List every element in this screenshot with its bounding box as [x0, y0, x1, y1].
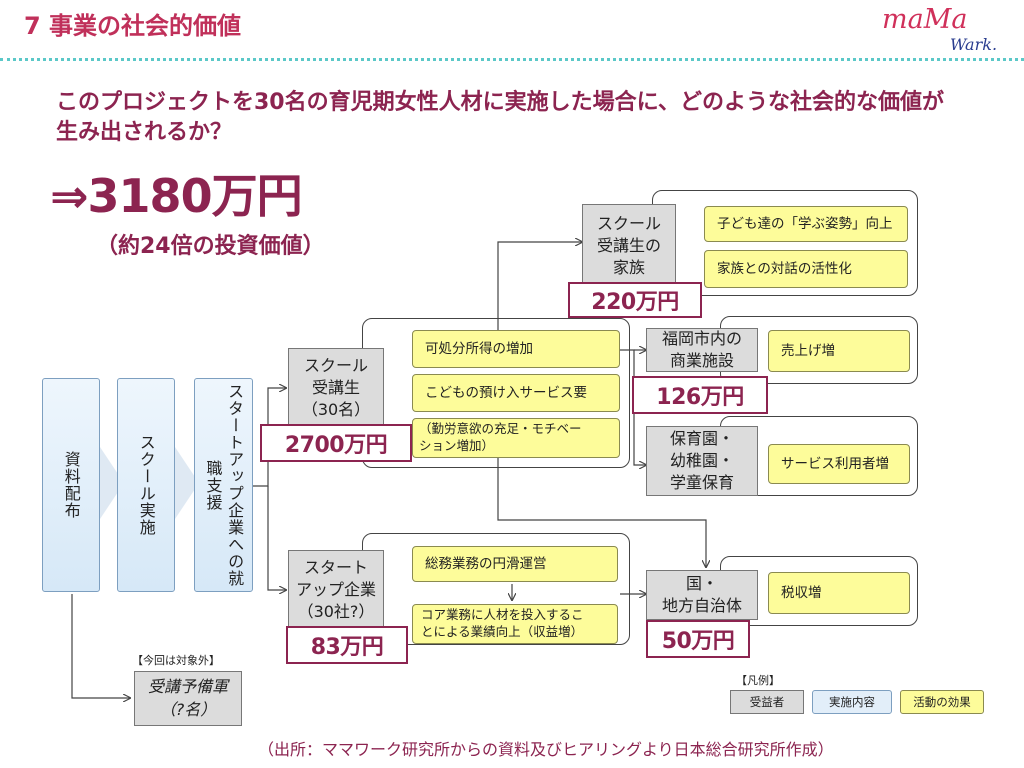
- step-school: スクール実施: [117, 378, 175, 592]
- legend-implementation: 実施内容: [812, 690, 892, 714]
- effect-disposable-income: 可処分所得の増加: [412, 330, 620, 368]
- legend-effect: 活動の効果: [900, 690, 984, 714]
- out-of-scope-note: 【今回は対象外】: [132, 654, 220, 667]
- beneficiary-childcare: 保育園・ 幼稚園・ 学童保育: [646, 426, 758, 496]
- step-school-label: スクール実施: [136, 434, 156, 536]
- investment-ratio: （約24倍の投資価値）: [96, 234, 325, 259]
- beneficiary-commercial-facilities: 福岡市内の 商業施設: [646, 328, 758, 372]
- beneficiary-student-families: スクール 受講生の 家族: [582, 204, 676, 288]
- source-note: （出所：ママワーク研究所からの資料及びヒアリングより日本総合研究所作成）: [258, 740, 834, 759]
- effect-core-business: コア業務に人材を投入するこ とによる業績向上（収益増）: [412, 604, 618, 644]
- mamawork-logo: maMa Wark.: [882, 4, 997, 54]
- logo-line1: maMa: [882, 4, 967, 35]
- beneficiary-government: 国・ 地方自治体: [646, 570, 758, 620]
- effect-sales-increase: 売上げ増: [768, 330, 910, 372]
- amount-startups: 83万円: [286, 626, 408, 664]
- slide-title: 7 事業の社会的価値: [24, 12, 242, 40]
- logo-line2: Wark.: [950, 35, 997, 54]
- legend-title: 【凡例】: [736, 674, 780, 687]
- amount-student-families: 220万円: [568, 282, 702, 318]
- effect-family-dialogue: 家族との対話の活性化: [704, 250, 908, 288]
- effect-general-affairs: 総務業務の円滑運営: [412, 546, 618, 582]
- amount-commercial-facilities: 126万円: [632, 376, 768, 414]
- effect-service-users-increase: サービス利用者増: [768, 444, 910, 484]
- beneficiary-startups: スタート アップ企業 （30社?）: [288, 550, 384, 630]
- amount-government: 50万円: [646, 620, 750, 658]
- step-material-distribution-label: 資料配布: [61, 451, 81, 519]
- amount-school-students: 2700万円: [260, 424, 412, 462]
- headline-question: このプロジェクトを30名の育児期女性人材に実施した場合に、どのような社会的な価値…: [56, 90, 944, 146]
- step-job-support: スタートアップ企業への就職支援: [194, 378, 253, 592]
- effect-motivation: （勤労意欲の充足・モチベー ション増加）: [412, 418, 620, 458]
- legend-beneficiary: 受益者: [730, 690, 804, 714]
- beneficiary-school-students: スクール 受講生 （30名）: [288, 348, 384, 428]
- total-value: ⇒3180万円: [50, 169, 303, 223]
- effect-childcare-demand: こどもの預け入サービス要: [412, 374, 620, 412]
- step-job-support-label: スタートアップ企業への就職支援: [203, 383, 245, 587]
- step-material-distribution: 資料配布: [42, 378, 100, 592]
- effect-learning-attitude: 子ども達の「学ぶ姿勢」向上: [704, 206, 908, 242]
- effect-tax-revenue: 税収増: [768, 572, 910, 614]
- reserve-students: 受講予備軍 （?名）: [134, 671, 242, 726]
- header-divider: [0, 58, 1024, 61]
